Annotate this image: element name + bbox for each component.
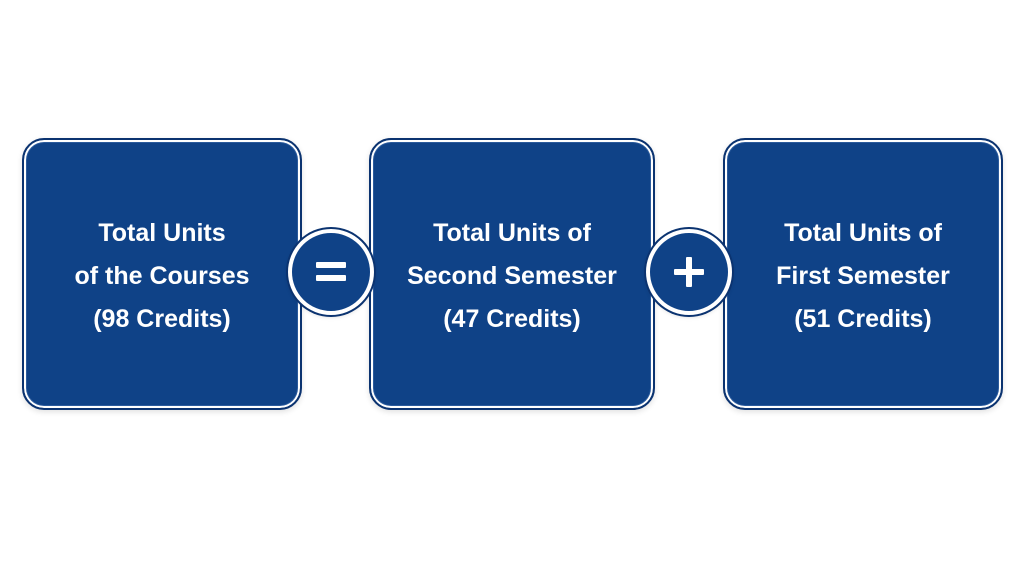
first-semester-box: Total Units of First Semester (51 Credit… xyxy=(723,138,1003,410)
second-semester-box: Total Units of Second Semester (47 Credi… xyxy=(369,138,655,410)
total-units-courses-box: Total Units of the Courses (98 Credits) xyxy=(22,138,302,410)
box-1-line-2: of the Courses xyxy=(74,261,250,290)
box-2-line-3: (47 Credits) xyxy=(443,304,581,333)
box-1-line-3: (98 Credits) xyxy=(93,304,231,333)
box-3-line-1: Total Units of xyxy=(784,218,942,247)
equals-operator xyxy=(288,229,374,315)
box-2-line-1: Total Units of xyxy=(433,218,591,247)
box-3-line-3: (51 Credits) xyxy=(794,304,932,333)
box-3-line-2: First Semester xyxy=(776,261,950,290)
second-semester-text: Total Units of Second Semester (47 Credi… xyxy=(407,212,617,341)
box-2-line-2: Second Semester xyxy=(407,261,617,290)
equals-icon xyxy=(316,262,346,281)
box-1-line-1: Total Units xyxy=(98,218,226,247)
first-semester-text: Total Units of First Semester (51 Credit… xyxy=(776,212,950,341)
plus-icon xyxy=(674,257,704,287)
total-units-courses-text: Total Units of the Courses (98 Credits) xyxy=(74,212,249,341)
plus-operator xyxy=(646,229,732,315)
